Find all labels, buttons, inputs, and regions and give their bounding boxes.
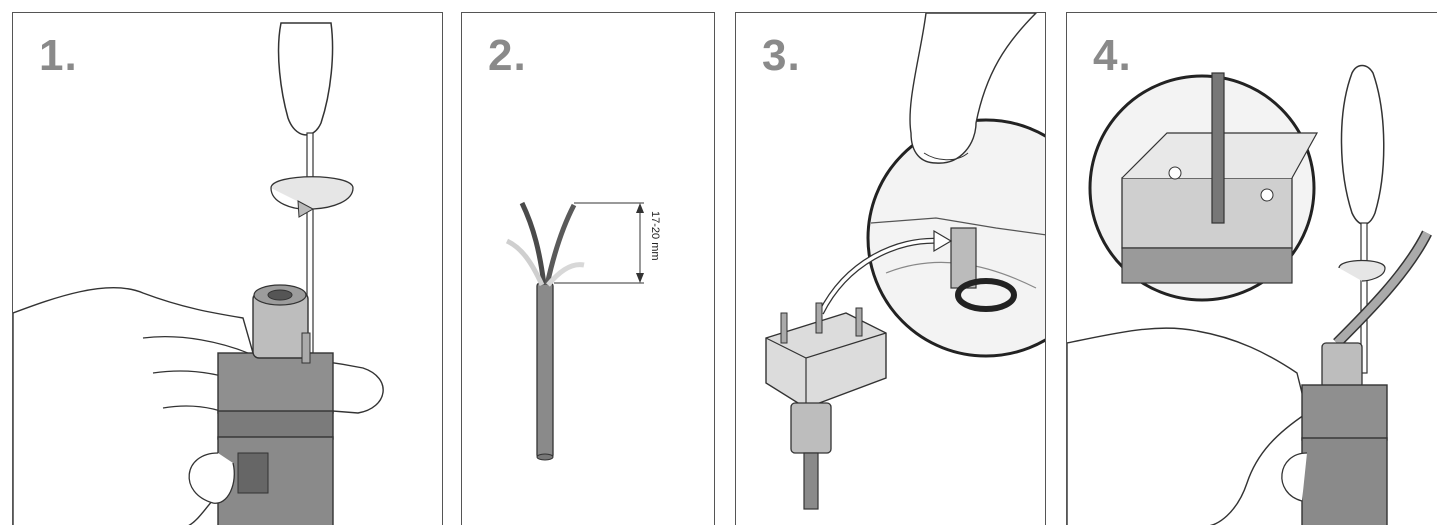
cable-gland [1321, 342, 1363, 389]
rotate-arrow-icon [1338, 259, 1386, 282]
step-number: 1. [39, 31, 78, 80]
cable-sheath [536, 282, 554, 459]
screwdriver-handle [1340, 64, 1385, 225]
screwdriver-shaft [1360, 222, 1368, 374]
cable-core [1211, 72, 1225, 224]
wire-loop [955, 278, 1017, 312]
step-2-panel: 2. 17-20 mm [461, 12, 715, 525]
wire-gray [519, 201, 547, 286]
wire-dark [544, 203, 577, 286]
screwdriver-handle [277, 22, 334, 136]
step-3-illustration [765, 13, 1045, 510]
step-number: 2. [488, 31, 527, 80]
dimension-label: 17-20 mm [649, 211, 661, 261]
step-4-panel: 4. [1066, 12, 1437, 525]
rotate-arrow-icon [270, 176, 354, 210]
hand [1067, 327, 1308, 525]
step-number: 3. [762, 31, 801, 80]
step-1-illustration [13, 22, 384, 525]
step-2-illustration: 17-20 mm [505, 201, 661, 461]
finger [909, 13, 1037, 164]
cable [803, 452, 819, 510]
step-1-panel: 1. [12, 12, 443, 525]
wire-light [505, 238, 545, 287]
step-3-panel: 3. [735, 12, 1046, 525]
connector-housing [1301, 384, 1388, 441]
step-4-illustration [1067, 64, 1432, 525]
connector-housing [217, 352, 334, 414]
connector-insert [765, 312, 887, 409]
step-number: 4. [1093, 31, 1132, 80]
